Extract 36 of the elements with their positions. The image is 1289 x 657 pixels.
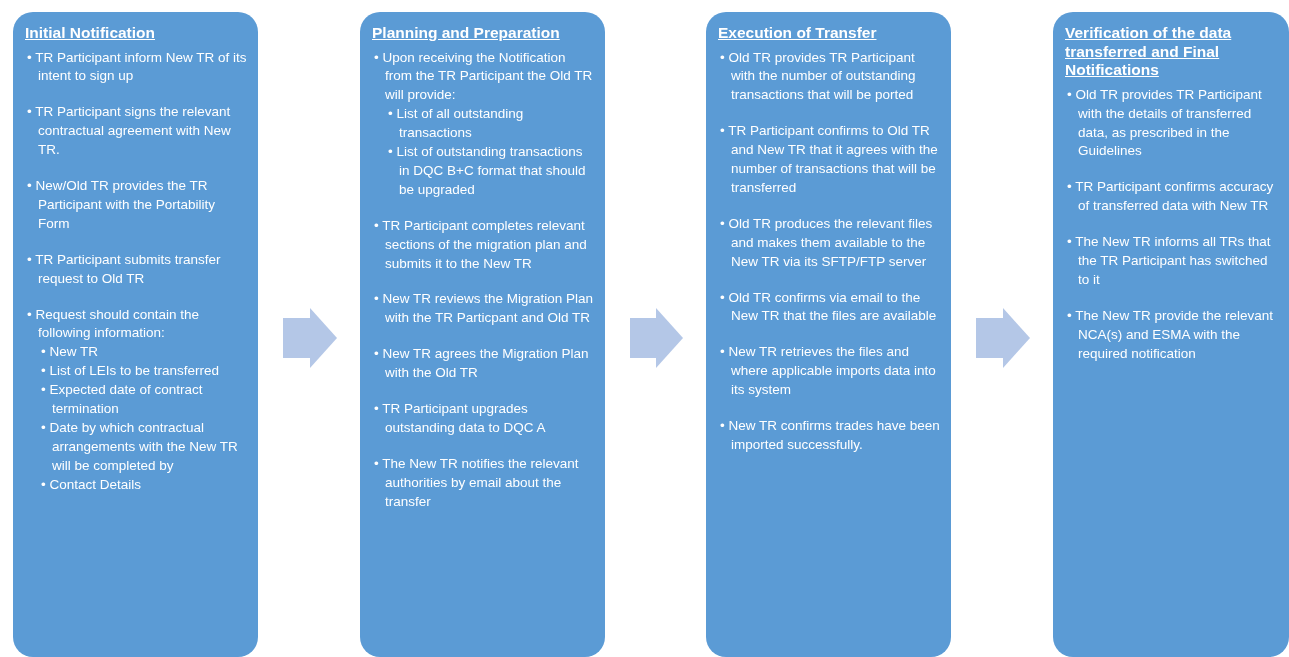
sub-bullet-text: • List of outstanding transactions in DQC B+C format that should be upgraded [388, 143, 587, 199]
bullet-text: • New/Old TR provides the TR Participant with the Portability Form [27, 177, 217, 233]
bullet-text: • Old TR provides TR Participant with the details of transferred data, as prescribed in the Guidelines [1067, 85, 1263, 161]
bullet-text: • The New TR informs all TRs that the TR Participant has switched to it [1067, 233, 1272, 289]
stage-heading: Verification of the data transferred and Final Notifications [1065, 24, 1233, 80]
bullet-text: • Upon receiving the Notification from the TR Participant the Old TR will provide: [374, 48, 594, 105]
stage-heading: Initial Notification [25, 24, 157, 43]
stage-panel [13, 12, 258, 657]
bullet-text: • Old TR confirms via email to the New TR that the files are available [720, 288, 938, 326]
bullet-text: • Request should contain the following information: [27, 305, 201, 343]
sub-bullet-text: • Contact Details [41, 475, 143, 494]
bullet-text: • New TR confirms trades have been imported successfully. [720, 416, 941, 454]
bullet-text: • The New TR provide the relevant NCA(s) and ESMA with the required notification [1067, 306, 1275, 363]
stage-heading: Execution of Transfer [718, 24, 878, 43]
bullet-text: • Old TR provides TR Participant with the number of outstanding transactions that will be ported [720, 48, 917, 105]
stage-panel [706, 12, 951, 657]
bullet-text: • New TR retrieves the files and where applicable imports data into its system [720, 343, 937, 400]
bullet-text: • TR Participant completes relevant sections of the migration plan and submits it to the New TR [374, 216, 588, 273]
sub-bullet-text: • Expected date of contract termination [41, 381, 204, 418]
bullet-text: • TR Participant inform New TR of its intent to sign up [27, 48, 248, 86]
stage-panel [360, 12, 605, 657]
stage-heading: Planning and Preparation [372, 24, 561, 43]
stage-panel [1053, 12, 1289, 657]
bullet-text: • TR Participant confirms accuracy of transferred data with New TR [1067, 178, 1275, 216]
bullet-text: • New TR reviews the Migration Plan with the TR Particpant and Old TR [374, 290, 595, 328]
bullet-text: • Old TR produces the relevant files and makes them available to the New TR via its SFTP/FTP server [720, 214, 934, 271]
sub-bullet-text: • List of LEIs to be transferred [41, 362, 221, 381]
sub-bullet-text: • New TR [41, 343, 99, 362]
bullet-text: • The New TR notifies the relevant authorities by email about the transfer [374, 454, 580, 511]
sub-bullet-text: • List of all outstanding transactions [388, 105, 525, 143]
bullet-text: • New TR agrees the Migration Plan with the Old TR [374, 345, 590, 383]
bullet-text: • TR Participant upgrades outstanding data to DQC A [374, 399, 547, 437]
bullet-text: • TR Participant submits transfer request to Old TR [27, 250, 222, 288]
bullet-text: • TR Participant confirms to Old TR and New TR that it agrees with the number of transactions that will be transferred [720, 122, 939, 197]
sub-bullet-text: • Date by which contractual arrangements with the New TR will be completed by [41, 418, 239, 475]
bullet-text: • TR Participant signs the relevant contractual agreement with New TR. [27, 103, 232, 160]
